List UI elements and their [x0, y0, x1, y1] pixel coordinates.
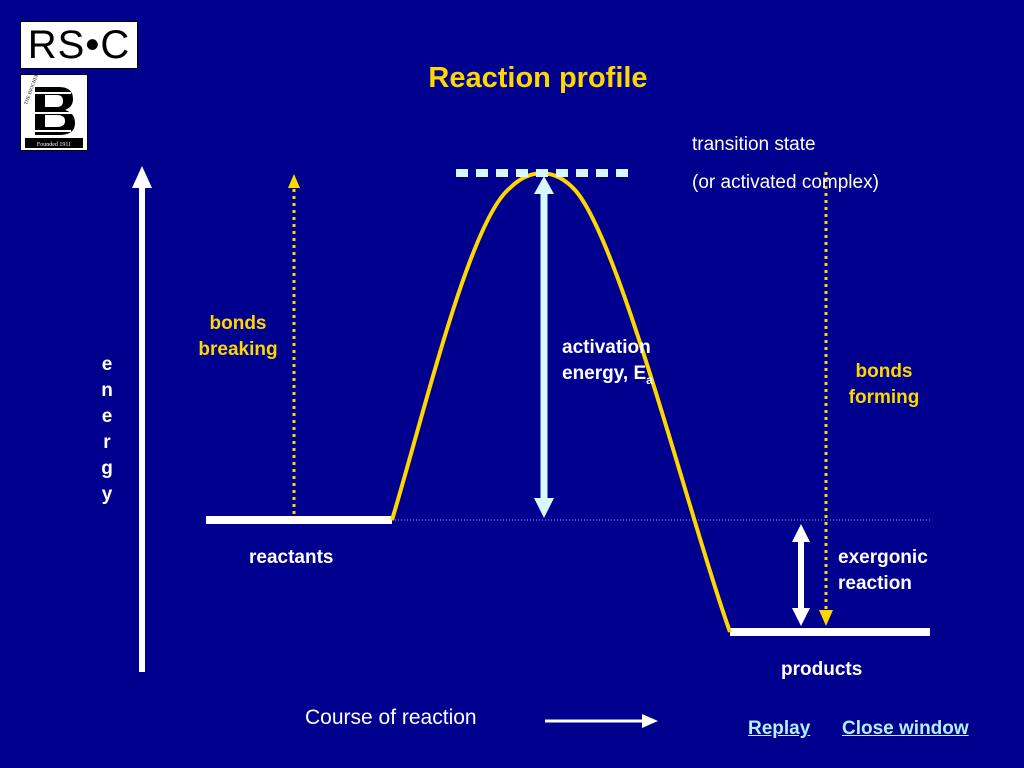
- bonds-forming-line2: forming: [848, 387, 920, 408]
- activation-arrow-top: [534, 176, 554, 194]
- replay-link[interactable]: Replay: [748, 718, 811, 739]
- transition-state-line2: (or activated complex): [692, 172, 879, 193]
- exergonic-arrow-top: [792, 524, 810, 542]
- bonds-breaking-line1: bonds: [209, 313, 267, 334]
- course-of-reaction-label: Course of reaction: [305, 706, 477, 729]
- bonds-forming-line1: bonds: [855, 361, 913, 382]
- bonds-breaking-label: bonds breaking: [186, 311, 290, 363]
- activation-line1: activation: [562, 337, 651, 358]
- bonds-forming-arrowhead: [819, 610, 833, 626]
- products-label: products: [781, 659, 863, 680]
- energy-letter: n: [101, 380, 113, 401]
- activation-energy-label: activation energy, Ea: [562, 335, 653, 393]
- activation-line2: energy, Ea: [562, 361, 653, 393]
- energy-letter: e: [101, 406, 113, 427]
- exergonic-label: exergonic reaction: [838, 545, 928, 597]
- energy-letter: g: [101, 458, 113, 479]
- biochemical-society-emblem: Founded 1911 THE BIOCHEMICAL: [24, 75, 83, 148]
- page-title: Reaction profile: [428, 62, 648, 94]
- bonds-breaking-line2: breaking: [198, 339, 278, 360]
- energy-axis-arrowhead: [132, 166, 152, 188]
- energy-axis-label: e n e r g y: [92, 352, 122, 508]
- reaction-curve: [390, 171, 732, 633]
- svg-text:Founded 1911: Founded 1911: [37, 142, 71, 148]
- energy-letter: r: [103, 432, 111, 453]
- activation-subscript: a: [646, 372, 653, 387]
- exergonic-arrow-bottom: [792, 608, 810, 626]
- activation-line2-text: energy, E: [562, 363, 647, 384]
- bonds-forming-label: bonds forming: [834, 359, 934, 411]
- rsc-logo-text: RS•C: [27, 23, 131, 67]
- bonds-breaking-arrowhead: [288, 174, 300, 188]
- course-arrowhead: [642, 714, 658, 728]
- close-window-link[interactable]: Close window: [842, 718, 969, 739]
- activation-arrow-bottom: [534, 498, 554, 518]
- reactants-label: reactants: [249, 547, 334, 568]
- energy-letter: e: [101, 354, 113, 375]
- energy-letter: y: [101, 484, 113, 505]
- exergonic-line2: reaction: [838, 573, 912, 594]
- transition-state-line1: transition state: [692, 134, 816, 155]
- rsc-logo: RS•C: [20, 21, 138, 69]
- exergonic-line1: exergonic: [838, 547, 928, 568]
- biochemical-society-logo: Founded 1911 THE BIOCHEMICAL: [20, 74, 88, 151]
- transition-state-label: transition state (or activated complex): [692, 126, 879, 202]
